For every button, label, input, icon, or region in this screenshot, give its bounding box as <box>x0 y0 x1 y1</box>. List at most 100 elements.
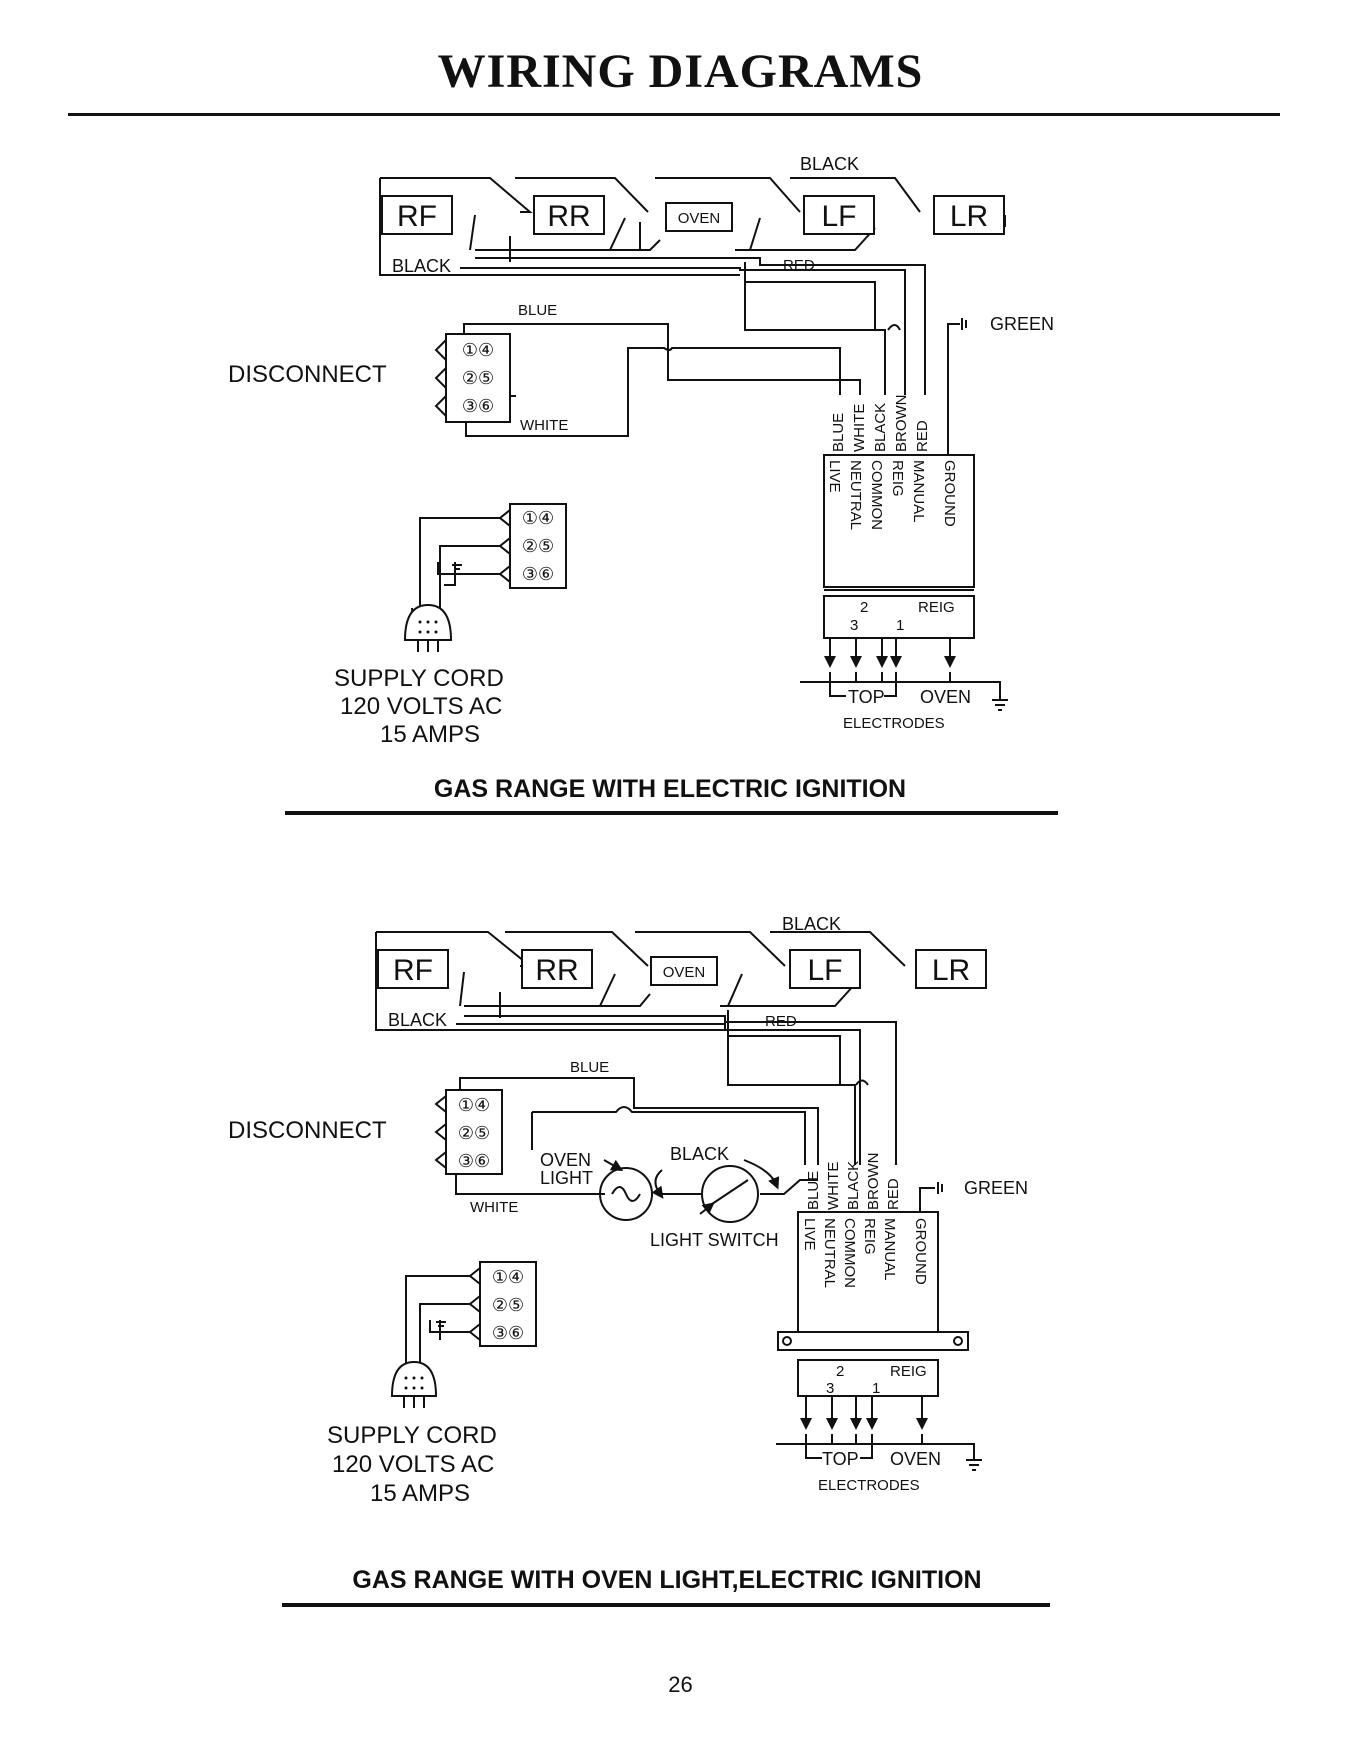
disconnect-terminal-3: ③⑥ <box>462 396 494 416</box>
diagram1-caption: GAS RANGE WITH ELECTRIC IGNITION <box>434 775 906 803</box>
spark-module-1: BLUE WHITE BLACK BROWN RED LIVE NEUTRAL … <box>823 314 1054 668</box>
wire-red-label: RED <box>783 257 815 274</box>
burner-rr-2: RR <box>521 949 593 989</box>
page-title: WIRING DIAGRAMS <box>437 45 924 98</box>
module-fn-common: COMMON <box>868 460 885 530</box>
light-switch: LIGHT SWITCH <box>650 1165 779 1250</box>
disconnect-label: DISCONNECT <box>228 361 387 388</box>
cord-terminal-3: ③⑥ <box>522 564 554 584</box>
burner-harness-1 <box>379 177 1006 395</box>
supply-cord-line1-2: SUPPLY CORD <box>327 1422 497 1449</box>
diagram-electric-ignition: RF RR OVEN LF LR BLACK BLACK RED DISCONN… <box>228 154 1054 803</box>
burner-lr-label-2: LR <box>932 954 970 987</box>
wire-white-label: WHITE <box>520 417 568 434</box>
module-wire-red-2: RED <box>885 1178 902 1210</box>
module-wire-white: WHITE <box>851 404 868 452</box>
diagram2-rule <box>282 1603 1050 1607</box>
burner-rr-label-2: RR <box>535 954 578 987</box>
burner-lr-2: LR <box>915 949 987 989</box>
burner-lr-label: LR <box>950 200 988 233</box>
disconnect-terminal-1-2: ①④ <box>458 1095 490 1115</box>
wire-red-label-2: RED <box>765 1013 797 1030</box>
module-wire-labels-2: BLUE WHITE BLACK BROWN RED <box>805 1153 902 1211</box>
ground-green-label-2: GREEN <box>964 1178 1028 1198</box>
module-fn-live-2: LIVE <box>801 1218 818 1251</box>
electrodes-label: ELECTRODES <box>843 715 945 732</box>
module-terminal-2: 2 <box>860 599 868 616</box>
burner-lf-2: LF <box>789 949 861 989</box>
supply-cord-line2-2: 120 VOLTS AC <box>332 1451 494 1478</box>
module-fn-manual-2: MANUAL <box>881 1218 898 1281</box>
burner-rr-1: RR <box>533 195 605 235</box>
light-switch-label: LIGHT SWITCH <box>650 1230 779 1250</box>
burner-rf-label-2: RF <box>393 954 433 987</box>
electrodes-label-2: ELECTRODES <box>818 1477 920 1494</box>
module-wire-black-2: BLACK <box>845 1161 862 1210</box>
module-terminal-1-2: 1 <box>872 1380 880 1397</box>
burner-rf-label: RF <box>397 200 437 233</box>
oven-light: OVEN LIGHT <box>540 1150 653 1221</box>
spark-module-2: BLUE WHITE BLACK BROWN RED LIVE NEUTRAL … <box>777 1153 1028 1430</box>
burner-lf-1: LF <box>803 195 875 235</box>
disconnect-terminal-2-2: ②⑤ <box>458 1123 490 1143</box>
supply-cord-line2: 120 VOLTS AC <box>340 693 502 720</box>
electrode-oven-label: OVEN <box>920 687 971 707</box>
module-terminal-reig: REIG <box>918 599 955 616</box>
module-terminal-1: 1 <box>896 617 904 634</box>
cord-terminal-1-2: ①④ <box>492 1267 524 1287</box>
disconnect-block-2: ①④ ②⑤ ③⑥ <box>434 1077 819 1195</box>
burner-lr-1: LR <box>933 195 1005 235</box>
supply-cord-line1: SUPPLY CORD <box>334 665 504 692</box>
wire-black-left-label: BLACK <box>392 256 451 276</box>
cord-terminal-1: ①④ <box>522 508 554 528</box>
oven-light-label-line2: LIGHT <box>540 1168 593 1188</box>
switch-black-label: BLACK <box>670 1144 729 1164</box>
ground-green-label: GREEN <box>990 314 1054 334</box>
electrodes-2: TOP OVEN ELECTRODES <box>776 1434 982 1494</box>
wire-white-label-2: WHITE <box>470 1199 518 1216</box>
page-number: 26 <box>668 1672 693 1697</box>
module-wire-black: BLACK <box>872 403 889 452</box>
module-fn-common-2: COMMON <box>841 1218 858 1288</box>
wire-blue-label: BLUE <box>518 302 557 319</box>
wire-black-left-label-2: BLACK <box>388 1010 447 1030</box>
disconnect-block-1: ①④ ②⑤ ③⑥ <box>434 323 861 437</box>
electrode-oven-label-2: OVEN <box>890 1449 941 1469</box>
disconnect-terminal-1: ①④ <box>462 340 494 360</box>
wire-black-top-label-2: BLACK <box>782 914 841 934</box>
supply-cord-1: ①④ ②⑤ ③⑥ SUPPLY CORD 120 VOLT <box>334 503 567 748</box>
module-fn-neutral-2: NEUTRAL <box>821 1218 838 1288</box>
electrodes-1: TOP OVEN ELECTRODES <box>800 672 1008 732</box>
burner-rr-label: RR <box>547 200 590 233</box>
oven-light-label-line1: OVEN <box>540 1150 591 1170</box>
module-function-labels-2: LIVE NEUTRAL COMMON REIG MANUAL GROUND <box>801 1218 929 1288</box>
supply-cord-2: ①④ ②⑤ ③⑥ SUPPLY CORD 120 VOLTS AC 15 <box>327 1261 537 1507</box>
cord-terminal-2: ②⑤ <box>522 536 554 556</box>
module-terminal-reig-2: REIG <box>890 1363 927 1380</box>
module-wire-brown: BROWN <box>893 395 910 453</box>
module-fn-manual: MANUAL <box>910 460 927 523</box>
burner-oven-label: OVEN <box>678 210 721 227</box>
cord-terminal-2-2: ②⑤ <box>492 1295 524 1315</box>
burner-rf-1: RF <box>381 195 453 235</box>
title-rule <box>68 113 1280 116</box>
module-wire-blue: BLUE <box>830 413 847 452</box>
disconnect-label-2: DISCONNECT <box>228 1117 387 1144</box>
disconnect-terminal-3-2: ③⑥ <box>458 1151 490 1171</box>
burner-oven-2: OVEN <box>650 956 718 986</box>
module-fn-ground: GROUND <box>941 460 958 527</box>
module-fn-live: LIVE <box>826 460 843 493</box>
burner-rf-2: RF <box>377 949 449 989</box>
disconnect-terminal-2: ②⑤ <box>462 368 494 388</box>
electrode-top-label: TOP <box>848 687 885 707</box>
module-wire-red: RED <box>914 420 931 452</box>
module-wire-white-2: WHITE <box>825 1162 842 1210</box>
burner-harness-2 <box>375 931 986 1165</box>
electrode-top-label-2: TOP <box>822 1449 859 1469</box>
wire-black-top-label: BLACK <box>800 154 859 174</box>
burner-lf-label-2: LF <box>807 954 842 987</box>
module-wire-labels: BLUE WHITE BLACK BROWN RED <box>830 395 931 453</box>
module-terminal-3: 3 <box>850 617 858 634</box>
diagram1-rule <box>285 811 1058 815</box>
